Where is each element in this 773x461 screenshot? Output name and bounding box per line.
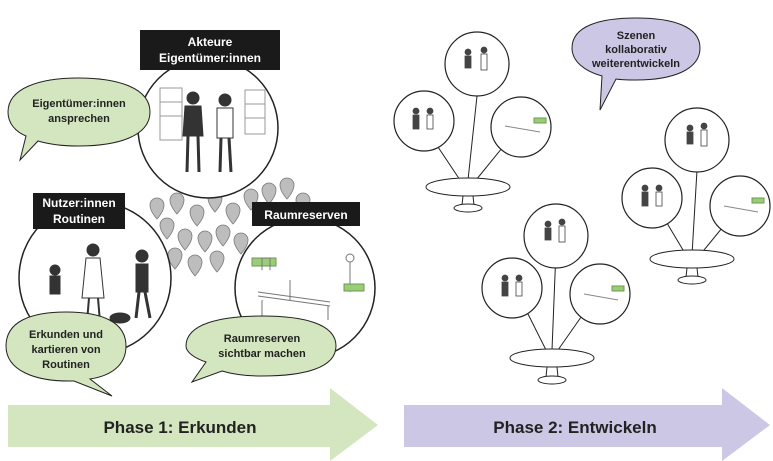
akteure-scene-circle: [137, 57, 279, 199]
map-pins-cluster: [149, 177, 311, 277]
bubble-szenen-line1: Szenen: [617, 30, 656, 42]
speech-bubble-erkunden: Erkunden und kartieren von Routinen: [5, 311, 127, 397]
phase1-label: Phase 1: Erkunden: [103, 418, 256, 437]
bubble-erkunden-line3: Routinen: [42, 359, 90, 371]
bubble-erkunden-line1: Erkunden und: [29, 329, 103, 341]
tag-nutzer-line1: Nutzer:innen: [42, 196, 115, 210]
scene-tree-3: [481, 203, 631, 385]
bubble-szenen-line3: weiterentwickeln: [591, 58, 680, 70]
phase1-arrow: Phase 1: Erkunden: [8, 388, 378, 461]
speech-bubble-raumreserven: Raumreserven sichtbar machen: [185, 315, 337, 384]
tag-nutzer: Nutzer:innen Routinen: [33, 193, 125, 229]
bubble-raumreserven-line1: Raumreserven: [224, 333, 301, 345]
speech-bubble-szenen: Szenen kollaborativ weiterentwickeln: [571, 17, 701, 111]
bubble-szenen-line2: kollaborativ: [605, 44, 668, 56]
bubble-eigentuemer-line2: ansprechen: [48, 113, 110, 125]
scene-tree-2: [621, 107, 771, 285]
tag-akteure: Akteure Eigentümer:innen: [140, 30, 280, 70]
bubble-eigentuemer-line1: Eigentümer:innen: [32, 98, 126, 110]
tag-nutzer-line2: Routinen: [53, 212, 105, 226]
tag-raumreserven: Raumreserven: [252, 202, 360, 226]
phase2-arrow: Phase 2: Entwickeln: [404, 388, 770, 461]
tag-raumreserven-label: Raumreserven: [264, 208, 347, 222]
bubble-erkunden-line2: kartieren von: [31, 344, 100, 356]
phase2-label: Phase 2: Entwickeln: [493, 418, 656, 437]
scene-tree-1: [393, 31, 552, 213]
people-owners-icon: [182, 91, 234, 173]
tag-akteure-line2: Eigentümer:innen: [159, 51, 261, 65]
bubble-raumreserven-line2: sichtbar machen: [218, 348, 306, 360]
tag-akteure-line1: Akteure: [188, 35, 233, 49]
speech-bubble-eigentuemer: Eigentümer:innen ansprechen: [7, 77, 151, 162]
